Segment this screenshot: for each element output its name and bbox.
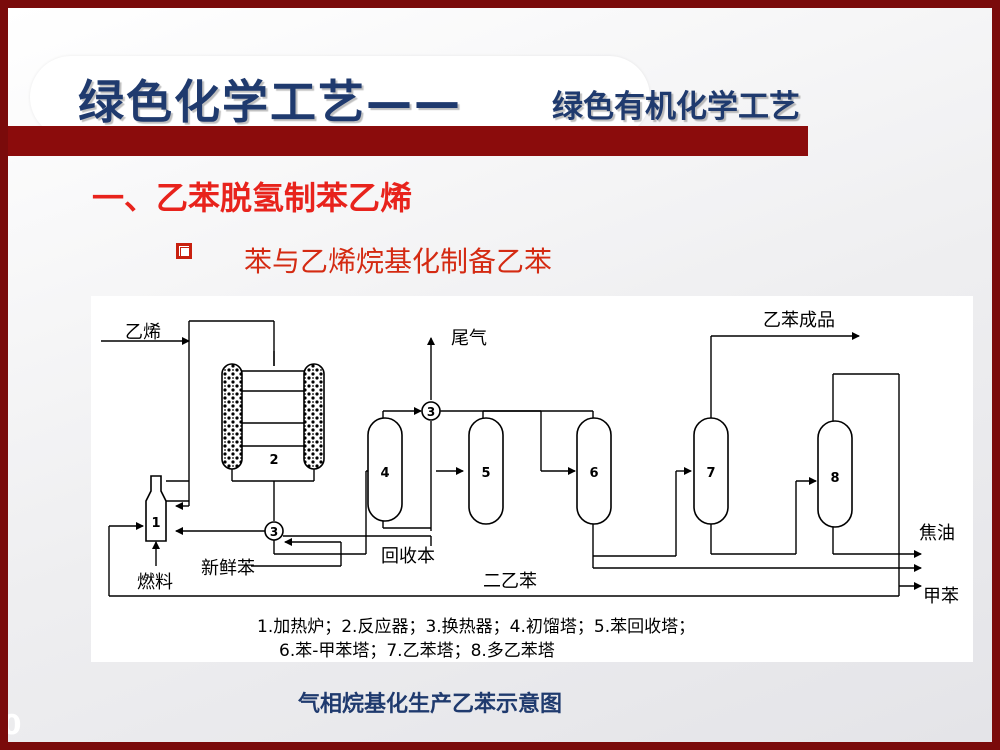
label-exchanger-bottom-number: 3 <box>270 525 278 539</box>
label-ethylene: 乙烯 <box>125 322 161 343</box>
label-col5: 5 <box>481 466 490 481</box>
label-exchanger-top-number: 3 <box>427 405 435 419</box>
column-7 <box>693 417 729 525</box>
bullet-text: 苯与乙烯烷基化制备乙苯 <box>244 245 553 278</box>
label-col8: 8 <box>830 471 839 486</box>
slide-subtitle: 绿色有机化学工艺 <box>552 89 800 125</box>
label-col6: 6 <box>589 466 598 481</box>
label-fresh-benzene: 新鲜苯 <box>201 558 255 579</box>
column-6 <box>576 417 612 525</box>
title-background <box>30 56 650 138</box>
label-fuel: 燃料 <box>137 572 173 593</box>
legend-line-2: 6.苯-甲苯塔；7.乙苯塔；8.多乙苯塔 <box>279 641 555 661</box>
slide: 绿色化学工艺—— 绿色有机化学工艺 一、乙苯脱氢制苯乙烯 苯与乙烯烷基化制备乙苯 <box>8 8 992 742</box>
label-col4: 4 <box>380 466 389 481</box>
label-reactor-number: 2 <box>269 453 278 468</box>
label-tar: 焦油 <box>919 523 955 544</box>
column-5 <box>468 417 504 525</box>
label-tail-gas: 尾气 <box>451 328 487 349</box>
reactor-vessel-left <box>221 363 243 470</box>
label-diethylbenzene: 二乙苯 <box>483 571 537 592</box>
label-ethylbenzene-product: 乙苯成品 <box>763 310 835 331</box>
process-flow-svg: 1 2 3 3 4 5 6 7 8 乙烯 尾气 乙苯成品 <box>101 310 959 661</box>
exchanger-top <box>421 401 441 421</box>
figure-caption: 气相烷基化生产乙苯示意图 <box>298 692 563 717</box>
label-recovered-benzene: 回收本 <box>381 546 435 567</box>
label-toluene: 甲苯 <box>923 586 959 607</box>
red-bar <box>8 126 808 146</box>
bullet-square-icon <box>176 243 192 259</box>
label-col7: 7 <box>706 466 715 481</box>
slide-title: 绿色化学工艺—— <box>78 75 462 129</box>
process-diagram: 1 2 3 3 4 5 6 7 8 乙烯 尾气 乙苯成品 <box>91 296 973 662</box>
page-number: 0 <box>8 708 22 741</box>
legend-line-1: 1.加热炉；2.反应器；3.换热器；4.初馏塔；5.苯回收塔； <box>257 617 695 637</box>
label-furnace-number: 1 <box>151 516 160 531</box>
column-4 <box>367 417 403 522</box>
red-bar-lower <box>8 146 808 156</box>
section-heading: 一、乙苯脱氢制苯乙烯 <box>92 179 413 217</box>
column-8 <box>817 420 853 528</box>
furnace <box>145 475 167 542</box>
reactor-vessel-right <box>303 363 325 470</box>
exchanger-bottom <box>264 521 284 541</box>
